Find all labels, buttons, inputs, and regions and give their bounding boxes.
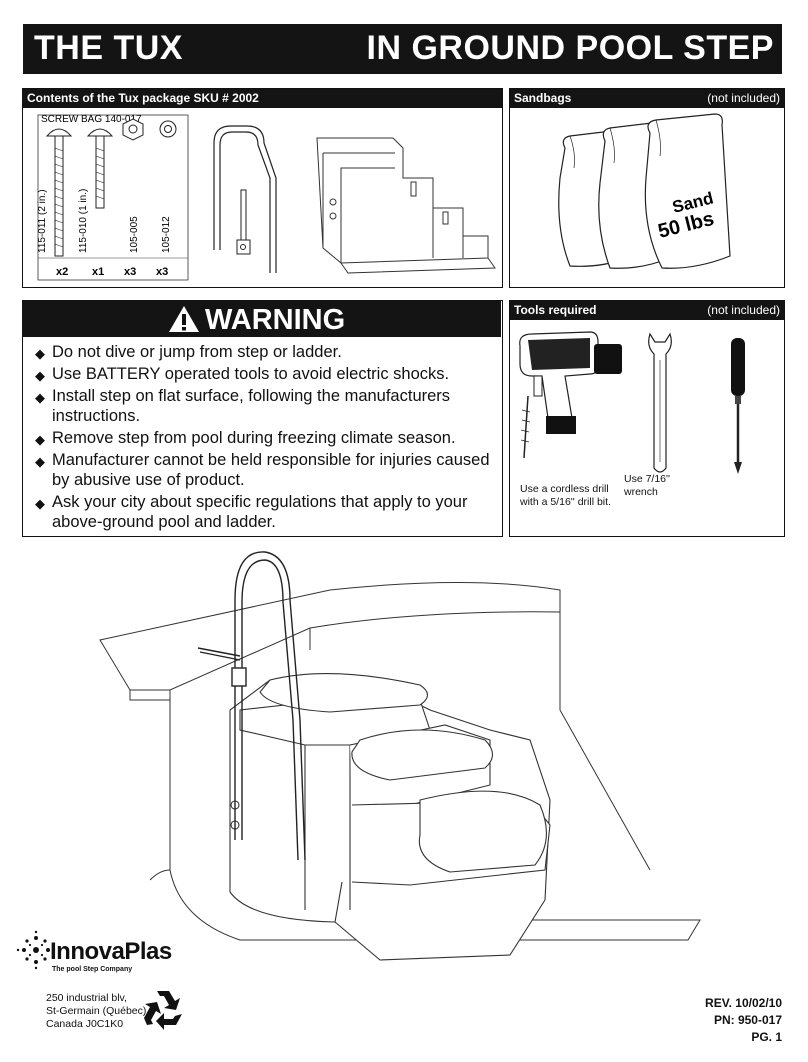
part-code: 105-012: [161, 216, 172, 253]
warning-title: WARNING: [205, 304, 346, 336]
tools-heading-text: Tools required: [514, 303, 597, 317]
document-info: REV. 10/02/10 PN: 950-017 PG. 1: [705, 995, 782, 1046]
sandbags-panel: Sandbags (not included) Sand 50 lbs: [509, 88, 785, 288]
wrench-caption-line: wrench: [624, 486, 658, 498]
innovaplas-logo-icon: [16, 930, 56, 970]
part-qty: x2: [56, 266, 68, 278]
sandbags-heading: Sandbags (not included): [510, 89, 784, 108]
part-qty: x3: [156, 266, 168, 278]
company-address: 250 industrial blv, St-Germain (Québec),…: [46, 992, 149, 1031]
sandbags-heading-text: Sandbags: [514, 91, 572, 105]
brand-name: InnovaPlas: [50, 938, 172, 965]
diamond-bullet-icon: ◆: [35, 432, 45, 447]
wrench-caption: Use 7/16'' wrench: [624, 473, 670, 499]
diamond-bullet-icon: ◆: [35, 346, 45, 361]
drill-caption-line: with a 5/16'' drill bit.: [520, 496, 611, 508]
diamond-bullet-icon: ◆: [35, 368, 45, 383]
drill-caption: Use a cordless drill with a 5/16'' drill…: [520, 483, 611, 509]
screw-bag-outline: [37, 114, 189, 281]
tools-illustration: [519, 331, 745, 474]
product-title: THE TUX: [34, 29, 183, 67]
diamond-bullet-icon: ◆: [35, 390, 45, 405]
address-line: St-Germain (Québec),: [46, 1005, 150, 1017]
warning-panel: WARNING: [22, 300, 503, 537]
short-bolt-icon: [86, 128, 114, 209]
sandbags-illustration: Sand 50 lbs: [558, 113, 731, 269]
warning-item: ◆Do not dive or jump from step or ladder…: [32, 342, 497, 362]
package-contents-illustration: SCREW BAG 140-017 115-011 (2 in.) 115-01…: [37, 114, 496, 281]
installed-step-icon: [229, 673, 551, 961]
part-qty: x3: [124, 266, 136, 278]
pool-step-body-icon: [316, 137, 496, 274]
pool-step-installation-illustration: [99, 551, 701, 961]
warning-item: ◆Install step on flat surface, following…: [35, 387, 451, 425]
page-number: PG. 1: [751, 1030, 782, 1044]
part-number: PN: 950-017: [713, 1013, 782, 1027]
wrench-icon: [648, 332, 672, 473]
diamond-bullet-icon: ◆: [35, 496, 45, 511]
wrench-caption-line: Use 7/16'': [624, 473, 671, 485]
warning-item: ◆Use BATTERY operated tools to avoid ele…: [32, 364, 497, 384]
title-bar: THE TUX IN GROUND POOL STEP: [23, 24, 782, 74]
diamond-bullet-icon: ◆: [35, 454, 45, 469]
screwdriver-icon: [731, 338, 745, 474]
contents-heading: Contents of the Tux package SKU # 2002: [23, 89, 502, 108]
drill-caption-line: Use a cordless drill: [520, 483, 609, 495]
tools-panel: Tools required (not included) Use a cord…: [509, 300, 785, 537]
nut-icon: [122, 118, 144, 141]
tools-heading: Tools required (not included): [510, 301, 784, 320]
part-code: 105-005: [129, 216, 140, 253]
installed-handrail-icon: [197, 551, 306, 861]
address-line: 250 industrial blv,: [46, 992, 127, 1004]
contents-panel: Contents of the Tux package SKU # 2002 S…: [22, 88, 503, 288]
part-code: 115-010 (1 in.): [78, 189, 89, 253]
bracket-icon: [236, 189, 251, 255]
warning-item: ◆Ask your city about specific regulation…: [35, 493, 468, 531]
warning-banner: WARNING: [23, 301, 501, 337]
washer-icon: [159, 120, 177, 138]
long-bolt-icon: [45, 128, 73, 257]
address-line: Canada J0C1K0: [46, 1018, 124, 1030]
warning-triangle-icon: [169, 306, 199, 332]
recycle-icon: [144, 991, 182, 1030]
revision-date: REV. 10/02/10: [705, 996, 782, 1010]
brand-tagline: The pool Step Company: [52, 966, 133, 973]
cordless-drill-icon: [519, 331, 622, 459]
part-qty: x1: [92, 266, 104, 278]
product-subtitle: IN GROUND POOL STEP: [366, 29, 774, 67]
handrail-icon: [213, 125, 277, 273]
warning-list: ◆Do not dive or jump from step or ladder…: [32, 342, 497, 534]
part-code: 115-011 (2 in.): [37, 189, 48, 253]
warning-item: ◆Manufacturer cannot be held responsible…: [35, 451, 490, 489]
sandbag-icon: [644, 113, 731, 269]
tools-note: (not included): [707, 303, 780, 317]
contents-heading-text: Contents of the Tux package SKU # 2002: [27, 91, 259, 105]
warning-item: ◆Remove step from pool during freezing c…: [32, 428, 497, 448]
screw-bag-label: SCREW BAG 140-017: [41, 114, 142, 125]
sandbags-note: (not included): [707, 91, 780, 105]
